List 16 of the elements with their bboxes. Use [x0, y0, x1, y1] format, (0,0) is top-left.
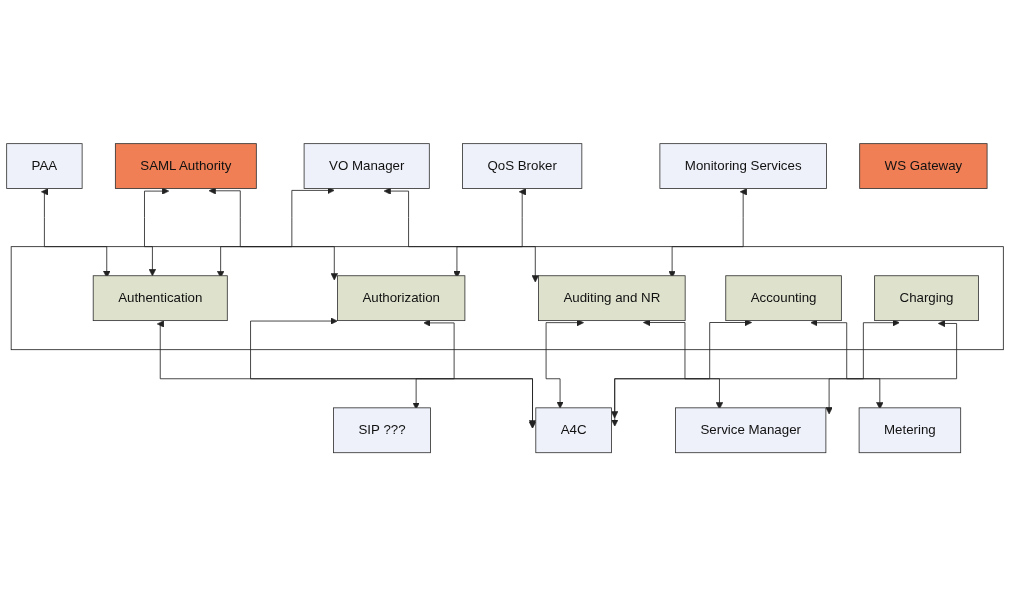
node-box: Authorization: [337, 275, 466, 321]
node-box: Charging: [874, 275, 979, 321]
node-box: QoS Broker: [462, 143, 583, 189]
node-box: SIP ???: [333, 407, 431, 453]
node-box: A4C: [535, 407, 612, 453]
node-box: WS Gateway: [859, 143, 988, 189]
node-box: Monitoring Services: [659, 143, 827, 189]
node-box: SAML Authority: [114, 143, 257, 189]
node-box: Authentication: [92, 275, 228, 321]
node-box: Auditing and NR: [538, 275, 686, 321]
node-box: Metering: [858, 407, 962, 453]
node-box: VO Manager: [303, 143, 430, 189]
cluster: [10, 246, 1004, 350]
node-box: Accounting: [725, 275, 842, 321]
node-box: PAA: [6, 143, 83, 189]
node-box: Service Manager: [675, 407, 827, 453]
